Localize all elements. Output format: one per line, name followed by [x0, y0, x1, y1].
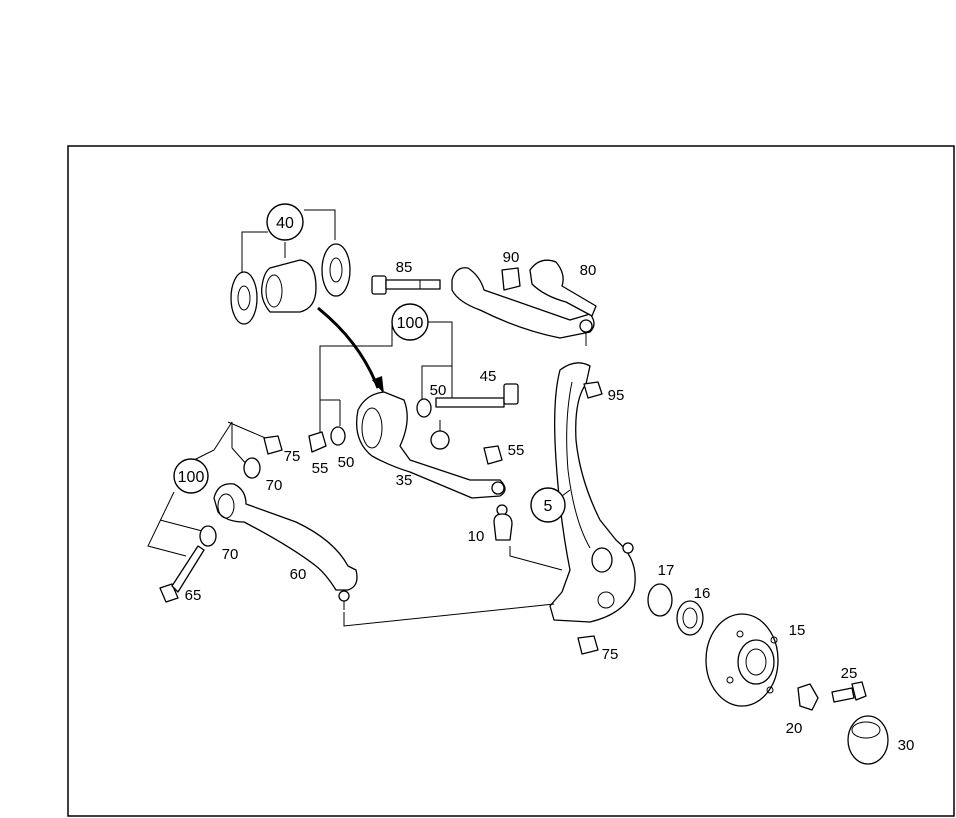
label-70-lower: 70: [222, 546, 239, 563]
label-35: 35: [396, 472, 413, 489]
tension-strut-60: 60: [213, 483, 555, 627]
label-15: 15: [789, 622, 806, 639]
label-25: 25: [841, 665, 858, 682]
nut-55-left: 55: [308, 431, 329, 477]
label-50-upper: 50: [430, 382, 447, 399]
ball-joint-10: 10: [468, 504, 563, 571]
nut-75-lower: 75: [577, 635, 619, 663]
washer-50-upper: 50: [416, 382, 447, 418]
callout-bubble-40: [266, 203, 304, 241]
label-20: 20: [786, 720, 803, 737]
label-45: 45: [480, 368, 497, 385]
label-65: 65: [185, 587, 202, 604]
nut-75-left: 75: [263, 435, 301, 465]
diagram-frame: [67, 145, 955, 817]
callout-bubble-100-upper: [391, 303, 429, 341]
label-95: 95: [608, 387, 625, 404]
label-90: 90: [503, 249, 520, 266]
wheel-bearing-16: 16: [676, 585, 711, 636]
hardware-kit-100-left: 100: [147, 421, 271, 557]
upper-control-arm-80: 80: [451, 259, 597, 346]
nut-55-right: 55: [483, 442, 525, 465]
nut-95: 95: [583, 381, 625, 404]
label-40: 40: [276, 215, 294, 232]
label-10: 10: [468, 528, 485, 545]
label-75-lower: 75: [602, 646, 619, 663]
bolt-65: 65: [159, 545, 205, 604]
hardware-kit-100-upper: 100: [319, 303, 453, 432]
label-80: 80: [580, 262, 597, 279]
label-100-upper: 100: [397, 315, 424, 332]
wheel-hub-15: 15: [705, 613, 806, 707]
label-17: 17: [658, 562, 675, 579]
bolt-25: 25: [831, 665, 867, 703]
label-100-left: 100: [178, 469, 205, 486]
bushing-set-40: 40: [230, 203, 351, 325]
bolt-85: 85: [371, 259, 441, 295]
label-70-upper: 70: [266, 477, 283, 494]
seal-ring-17: 17: [647, 562, 675, 617]
washer-70-lower: 70: [199, 525, 239, 563]
label-50-lower: 50: [338, 454, 355, 471]
label-5: 5: [544, 498, 553, 515]
nut-90: 90: [501, 249, 521, 291]
label-75-left: 75: [284, 448, 301, 465]
callout-bubble-100-left: [173, 458, 209, 494]
washer-50-lower: 50: [330, 426, 355, 471]
sensor-20: 20: [786, 683, 819, 737]
label-85: 85: [396, 259, 413, 276]
bolt-45: 45: [435, 368, 519, 408]
label-60: 60: [290, 566, 307, 583]
lower-control-arm-35: 35: [355, 391, 506, 499]
washer-70-upper: 70: [243, 457, 283, 494]
label-55-left: 55: [312, 460, 329, 477]
label-55-right: 55: [508, 442, 525, 459]
callout-bubble-5: [530, 487, 566, 523]
reference-arrow: [317, 306, 380, 389]
steering-knuckle-5: 5: [530, 362, 636, 623]
label-30: 30: [898, 737, 915, 754]
hub-cap-30: 30: [847, 715, 915, 765]
label-16: 16: [694, 585, 711, 602]
